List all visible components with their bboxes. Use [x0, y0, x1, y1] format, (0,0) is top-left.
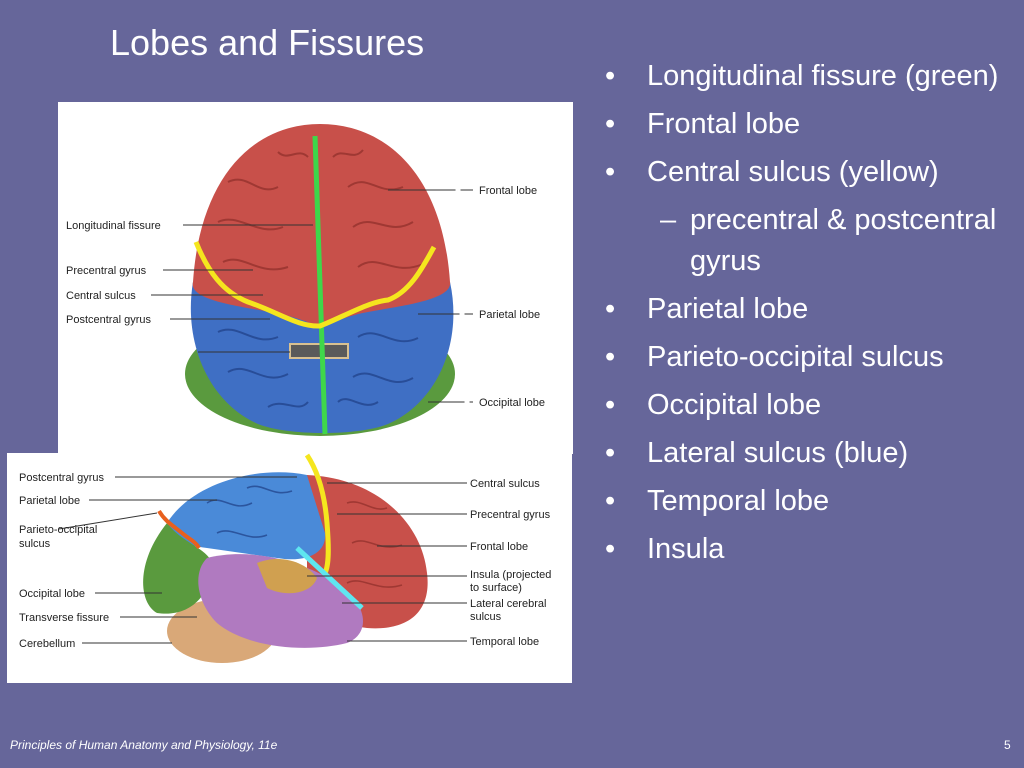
lateral-sulcus-line [295, 546, 364, 610]
page-number: 5 [1004, 738, 1011, 752]
brain-superior-view-figure: Longitudinal fissure Precentral gyrus Ce… [58, 102, 574, 454]
label-parietal-lobe-lateral: Parietal lobe [19, 495, 80, 507]
label-temporal-lobe: Temporal lobe [470, 636, 539, 648]
top-left-leader-lines [151, 224, 313, 353]
bullet-list: Longitudinal fissure (green) Frontal lob… [600, 56, 1020, 577]
bullet-frontal-lobe: Frontal lobe [600, 104, 1020, 145]
label-parieto-occipital-line1: Parieto-occipital [19, 524, 97, 536]
label-occipital-lobe: Occipital lobe [479, 397, 545, 409]
label-cerebellum: Cerebellum [19, 638, 75, 650]
bottom-right-leader-lines [307, 482, 467, 642]
label-precentral-gyrus-lateral: Precentral gyrus [470, 509, 551, 521]
bullet-insula: Insula [600, 529, 1020, 570]
label-insula-line1: Insula (projected [470, 569, 551, 581]
label-lateral-sulcus-line2: sulcus [470, 611, 502, 623]
label-precentral-gyrus: Precentral gyrus [66, 265, 147, 277]
bullet-longitudinal-fissure: Longitudinal fissure (green) [600, 56, 1020, 97]
bullet-parieto-occipital: Parieto-occipital sulcus [600, 337, 1020, 378]
temporal-region-lateral [198, 554, 364, 648]
slide-title: Lobes and Fissures [110, 22, 425, 63]
brain-lateral-view-figure: Postcentral gyrus Parietal lobe Parieto-… [7, 453, 572, 683]
label-transverse-fissure: Transverse fissure [19, 612, 109, 624]
bullet-temporal-lobe: Temporal lobe [600, 481, 1020, 522]
bottom-left-leader-lines [58, 476, 297, 644]
bullet-lateral-sulcus: Lateral sulcus (blue) [600, 433, 1020, 474]
bullet-parietal-lobe: Parietal lobe [600, 289, 1020, 330]
center-marker-box [289, 343, 349, 359]
label-frontal-lobe: Frontal lobe [479, 185, 537, 197]
label-longitudinal-fissure: Longitudinal fissure [66, 220, 161, 232]
label-lateral-sulcus-line1: Lateral cerebral [470, 598, 546, 610]
occipital-lobe-circle [464, 377, 574, 427]
slide-footer: Principles of Human Anatomy and Physiolo… [10, 738, 278, 752]
parietal-lobe-circle [459, 289, 569, 339]
central-sulcus-line [193, 241, 437, 329]
frontal-region-top [192, 124, 451, 327]
parieto-occipital-sulcus-line [157, 509, 201, 550]
parietal-region-lateral [167, 472, 326, 560]
brain-lateral-view-svg: Postcentral gyrus Parietal lobe Parieto-… [19, 453, 551, 663]
longitudinal-fissure-line [312, 135, 328, 435]
frontal-lobe-circle [455, 168, 565, 212]
label-postcentral-gyrus: Postcentral gyrus [66, 314, 151, 326]
insula-region [257, 558, 317, 594]
brain-superior-view-svg: Longitudinal fissure Precentral gyrus Ce… [66, 124, 574, 436]
bullet-precentral-postcentral: precentral & postcentral gyrus [600, 200, 1020, 282]
parietal-gyri-texture [217, 328, 419, 408]
label-parietal-lobe: Parietal lobe [479, 309, 540, 321]
occipital-region-lateral [143, 523, 212, 614]
bullet-central-sulcus: Central sulcus (yellow) [600, 152, 1020, 193]
frontal-gyri-texture [217, 149, 424, 271]
label-frontal-lobe-lateral: Frontal lobe [470, 541, 528, 553]
label-parieto-occipital-line2: sulcus [19, 538, 51, 550]
central-sulcus-line-lateral [304, 453, 331, 575]
label-central-sulcus-lateral: Central sulcus [470, 478, 540, 490]
label-insula-line2: to surface) [470, 582, 522, 594]
label-postcentral-gyrus-lateral: Postcentral gyrus [19, 472, 104, 484]
label-occipital-lobe-lateral: Occipital lobe [19, 588, 85, 600]
bullet-occipital-lobe: Occipital lobe [600, 385, 1020, 426]
label-central-sulcus: Central sulcus [66, 290, 136, 302]
lateral-parietal-texture [206, 485, 293, 538]
